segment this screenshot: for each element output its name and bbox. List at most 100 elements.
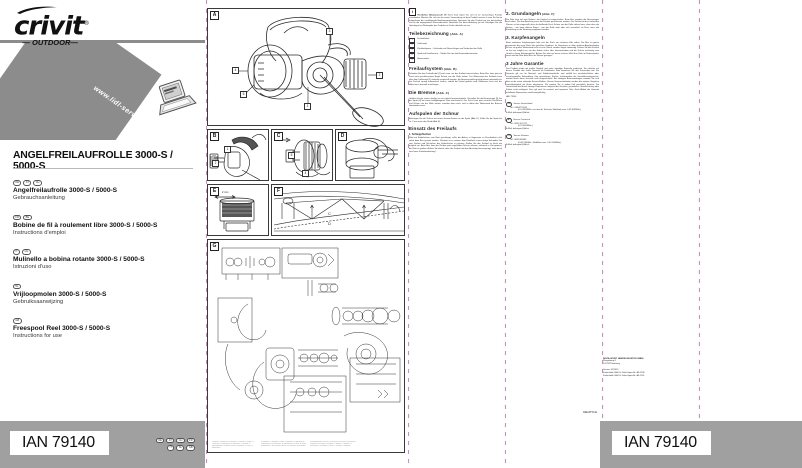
language-product-name: Bobine de fil à roulement libre 3000-S /… (13, 221, 158, 229)
laptop-icon (158, 79, 197, 116)
figure-f-drawing: C D (273, 191, 405, 232)
service-phone-rate: (0,14 EUR/Min. aus dem dt. Festnetz, Mob… (518, 109, 582, 112)
figure-e-drawing (214, 195, 255, 232)
flag-badge: NL (176, 444, 185, 451)
figures-panel: A (207, 8, 407, 460)
language-product-name: Mulinello a bobina rotante 3000-S / 5000… (13, 256, 145, 264)
ian-number: IAN 79140 (22, 434, 95, 451)
figure-g-label: G (210, 242, 219, 251)
brand-tagline: —OUTDOOR— (22, 37, 81, 47)
fold-line-1 (205, 0, 207, 468)
figure-e-label: E (210, 187, 219, 196)
part-number: 5 (409, 58, 416, 63)
company-code-1: Freilaufrolle 3000-S: Delta-Sport-Nr.: A… (603, 372, 645, 375)
service-phone-row: Tel.: 0820 201 222 (506, 123, 599, 126)
service-phone-rate: (0,15 EUR/Min.) (518, 125, 533, 128)
title-divider (13, 168, 193, 169)
service-email-row: E-Mail: deltasport@lidl.ch (506, 144, 599, 147)
language-doc-type: Instructions d'emploi (13, 229, 66, 236)
flag-badge: CH (176, 437, 185, 444)
service-email-label: E-Mail: (506, 144, 513, 147)
service-title: Service Schweiz (513, 134, 529, 137)
fold-line-4 (601, 0, 603, 468)
service-email-row: E-Mail: deltasport@lidl.at (506, 128, 599, 131)
part-label: Drehknopf (417, 43, 427, 46)
flag-badge: CH (22, 249, 31, 255)
figure-b: B 1 2 (207, 129, 269, 181)
service-email-address[interactable]: deltasport@lidl.de (512, 112, 530, 115)
figure-f: F C D (271, 184, 405, 236)
callout-1: 1 (304, 103, 311, 110)
language-product-name: Freespool Reel 3000-S / 5000-S (13, 325, 111, 333)
section-figure-ref: (Abb. F) (541, 12, 555, 16)
service-email-address[interactable]: deltasport@lidl.ch (512, 144, 530, 147)
part-label: Freilaufhebel (417, 38, 430, 41)
service-country-badge: CH (506, 133, 513, 139)
page-marker: DE/AT/CH (583, 410, 597, 415)
part-number: 4 (409, 53, 416, 58)
cover-panel: www.lidl-service.com crivit® —OUTDOOR— A… (0, 0, 205, 468)
language-doc-type: Gebruiksaanwijzing (13, 298, 64, 305)
parts-heading: Teilebezeichnung (Abb. A) (409, 30, 463, 36)
service-phone-number[interactable]: 0820 201 222 (514, 122, 527, 125)
parts-col-3: 31 Rücklaufsperrhebel / 32 Feder / 33 Sp… (310, 442, 356, 448)
service-email-address[interactable]: deltasport@lidl.at (512, 128, 529, 131)
ian-number-right: IAN 79140 (624, 434, 697, 451)
section-heading: Freilaufsystem (Abb. B) (409, 66, 502, 72)
part-label: Rücklaufsperre – Verhindert ein Überschl… (417, 48, 482, 51)
section-heading-text: 2. Grundangeln (506, 11, 542, 16)
figure-d-label: D (338, 132, 347, 141)
section-heading: 3. Karpfenangeln (506, 35, 599, 40)
intro-block: Herzlichen Glückwunsch! Mit Ihrem Kauf h… (409, 8, 502, 28)
figure-g-drawing (217, 247, 401, 433)
figure-a-label: A (210, 11, 219, 20)
flag-badge: DE (13, 180, 22, 186)
section-heading: 3 Jahre Garantie (506, 61, 599, 66)
language-doc-type: Instructions for use (13, 333, 62, 340)
page-title: ANGELFREILAUFROLLE 3000-S / 5000-S (13, 150, 173, 172)
flag-badge: GB (13, 318, 22, 324)
service-phone-rate: (0,08 CHF/Min., Mobilfunk max. 0,40 CHF/… (518, 141, 562, 144)
section-heading: Die Bremse (Abb. C) (409, 90, 502, 96)
service-phone-label: Tel.: (510, 138, 515, 141)
registered-mark: ® (83, 20, 89, 27)
parts-col-1: 1 Kurbelarm / 2 Kurbelknopf / 3 Kurbelac… (212, 442, 254, 450)
company-city: D-22397 Hamburg (603, 363, 620, 366)
service-phone-row: Tel.: 0842 665566 (506, 139, 599, 142)
company-street: Wragekamp 6 (603, 360, 616, 363)
col5-sections: 2. Grundangeln (Abb. F)Die Rute liegt au… (506, 11, 599, 94)
section-heading-text: Aufspulen der Schnur (409, 111, 459, 117)
fold-line-3 (504, 0, 506, 468)
service-phone-number[interactable]: 0842 665566 (514, 138, 527, 141)
callout-5: 5 (240, 91, 247, 98)
brand-logo: crivit® —OUTDOOR— (14, 6, 89, 47)
service-phone-number[interactable]: 01805772033 (514, 106, 527, 109)
flag-badge: DE (155, 437, 165, 444)
section-text: Größere Fische sind zu kräftig, um sie e… (409, 97, 502, 108)
service-title: Service Österreich (513, 118, 531, 121)
col4-sections: Freilaufsystem (Abb. B)Schieben Sie den … (409, 66, 502, 154)
figure-b-callout-1: 1 (224, 146, 231, 153)
part-number: 3 (409, 48, 416, 53)
section-text: Beim modernen Karpfenangeln hakt sich de… (506, 41, 599, 58)
info-icon (409, 8, 416, 17)
figure-c-callout-5: 5 (288, 152, 295, 159)
section-subheading: 1. Schleppfischen (409, 133, 432, 137)
language-flags: GB (13, 318, 197, 324)
figure-d-drawing (345, 138, 398, 179)
figure-d: D (335, 129, 405, 181)
section-heading-text: Die Bremse (409, 89, 436, 95)
language-doc-type: Istruzioni d'uso (13, 264, 52, 271)
figure-a-drawing (238, 16, 384, 127)
section-figure-ref: (Abb. B) (442, 66, 457, 71)
